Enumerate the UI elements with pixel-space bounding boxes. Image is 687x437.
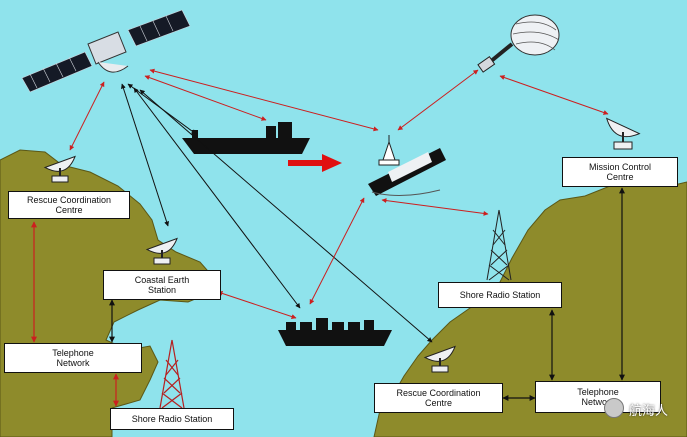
link-ces-containership (217, 291, 297, 319)
label-coastal-earth-line1: Coastal Earth (134, 275, 190, 285)
radio-tower-icon (486, 209, 512, 281)
label-rcc-bottom-line1: Rescue Coordination (396, 388, 481, 398)
link-sat-rcc (69, 81, 105, 151)
label-telephone-right-line2: Network (581, 397, 615, 407)
communication-links (31, 68, 625, 407)
label-coastal-earth-line2: Station (147, 285, 177, 295)
radio-tower-icon (159, 339, 185, 409)
dish-antenna-icon (43, 155, 76, 183)
link-ship-shoreradio (381, 198, 489, 216)
link-ship-containership (309, 197, 365, 305)
label-mission-control-line1: Mission Control (588, 162, 652, 172)
polar-satellite-icon (477, 14, 560, 73)
label-rcc-top-line1: Rescue Coordination (26, 195, 112, 205)
label-rcc-bottom-line2: Centre (424, 398, 452, 408)
label-telephone-left-line2: Network (56, 358, 90, 368)
label-mission-control-line2: Centre (606, 172, 634, 182)
link-polarsat-beacon (397, 69, 479, 131)
label-rcc-bottom: Rescue Coordination Centre (374, 383, 503, 413)
dish-antenna-icon (423, 345, 456, 373)
watermark-icon (604, 398, 624, 418)
link-sat-rccbottom (139, 89, 433, 343)
label-coastal-earth: Coastal Earth Station (103, 270, 221, 300)
label-shore-radio-right: Shore Radio Station (438, 282, 562, 308)
watermark-text: 航海人 (629, 404, 669, 419)
label-telephone-right: Telephone Network (535, 381, 661, 413)
label-telephone-left-line1: Telephone (52, 348, 94, 358)
label-rcc-top-line2: Centre (55, 205, 83, 215)
link-polarsat-mcc (499, 75, 609, 115)
label-telephone-right-line1: Telephone (577, 387, 619, 397)
label-shore-radio-left: Shore Radio Station (110, 408, 234, 430)
geo-satellite-icon (21, 9, 191, 93)
label-mission-control: Mission Control Centre (562, 157, 678, 187)
dish-antenna-icon (605, 117, 641, 150)
label-rcc-top: Rescue Coordination Centre (8, 191, 130, 219)
label-telephone-left: Telephone Network (4, 343, 142, 373)
label-shore-radio-left-text: Shore Radio Station (131, 414, 213, 424)
label-shore-radio-right-text: Shore Radio Station (459, 290, 541, 300)
